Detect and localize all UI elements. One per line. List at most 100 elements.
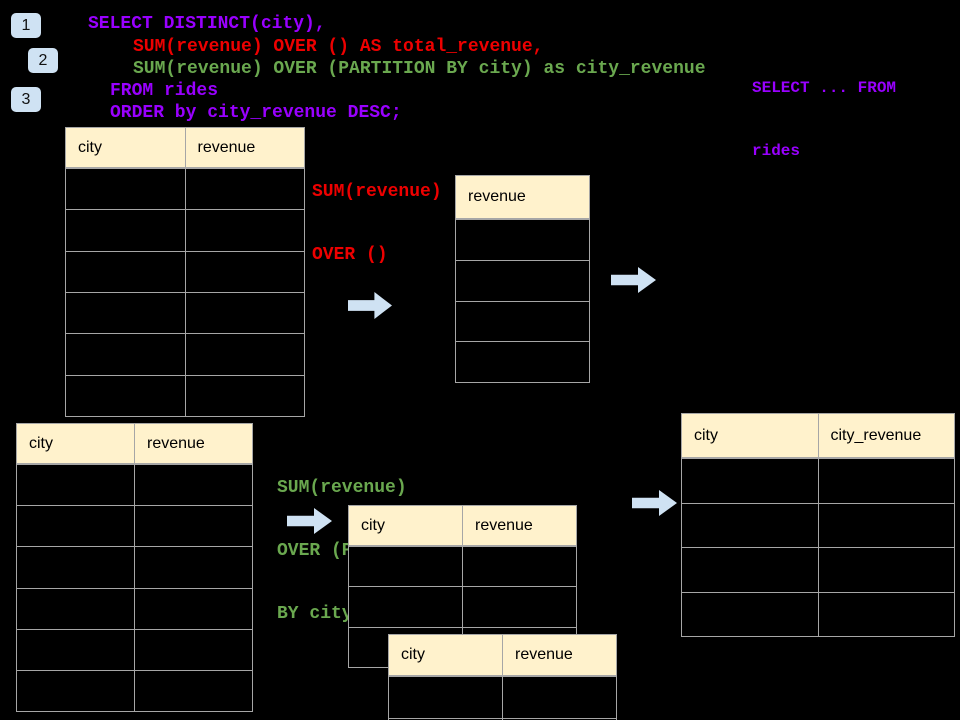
- column-header: revenue: [468, 188, 526, 205]
- table-cell: [134, 588, 252, 629]
- table-cell: [817, 459, 955, 503]
- column-header: city: [78, 138, 102, 156]
- step-badge-1: 1: [11, 13, 41, 38]
- table-header-row: city revenue: [17, 424, 252, 464]
- sql-line-from: FROM rides: [110, 81, 219, 101]
- sql-line-sum-over: SUM(revenue) OVER () AS total_revenue,: [133, 37, 544, 57]
- table-cell: [134, 629, 252, 670]
- table-cell: [502, 677, 616, 719]
- column-header: city: [694, 426, 718, 444]
- table-cell: [817, 548, 955, 592]
- table-row: [17, 587, 252, 629]
- table-row: [456, 300, 589, 342]
- table-cell: [66, 252, 185, 292]
- column-header: city_revenue: [817, 414, 955, 457]
- column-header: city: [401, 646, 425, 663]
- table-cell: [349, 547, 462, 586]
- rides-source-table-partition: city revenue: [16, 423, 253, 712]
- table-row: [66, 209, 305, 251]
- total-revenue-result-table: revenue: [455, 175, 590, 383]
- table-row: [456, 341, 589, 382]
- sql-line-order: ORDER by city_revenue DESC;: [110, 103, 402, 123]
- sql-line-sum-partition: SUM(revenue) OVER (PARTITION BY city) as…: [133, 59, 706, 79]
- table-cell: [184, 251, 305, 292]
- table-cell: [682, 504, 818, 548]
- table-cell: [184, 169, 305, 210]
- side-note-select-from-rides: SELECT ... FROM rides: [752, 36, 896, 204]
- table-cell: [456, 302, 589, 342]
- table-row: [682, 591, 955, 637]
- annotation-line: SUM(revenue): [277, 478, 407, 498]
- table-header-row: city revenue: [389, 635, 616, 676]
- table-header-row: city city_revenue: [682, 414, 954, 458]
- column-header: city: [29, 434, 53, 452]
- table-row: [66, 250, 305, 292]
- table-row: [682, 547, 954, 592]
- table-cell: [66, 169, 185, 209]
- column-header: revenue: [462, 506, 576, 545]
- flow-arrow-icon: [632, 490, 677, 516]
- rides-source-table-total: city revenue: [65, 127, 305, 417]
- table-header-row: city revenue: [349, 506, 576, 546]
- table-row: [66, 333, 305, 375]
- table-cell: [349, 587, 462, 626]
- table-cell: [17, 671, 134, 711]
- side-note-line: SELECT ... FROM: [752, 79, 897, 97]
- table-cell: [682, 459, 818, 503]
- table-row: [682, 458, 954, 503]
- annotation-line: SUM(revenue): [312, 182, 442, 202]
- table-cell: [17, 506, 134, 546]
- table-cell: [17, 589, 134, 629]
- side-note-line: rides: [752, 142, 801, 160]
- table-row: [17, 546, 252, 588]
- table-cell: [817, 503, 955, 547]
- table-header-row: city revenue: [66, 128, 304, 168]
- sql-line-select: SELECT DISTINCT(city),: [88, 14, 326, 34]
- table-cell: [817, 592, 955, 636]
- annotation-line: OVER (): [312, 245, 388, 265]
- table-row: [456, 259, 589, 301]
- table-cell: [134, 506, 252, 547]
- table-cell: [462, 587, 576, 627]
- table-cell: [456, 220, 589, 260]
- flow-arrow-icon: [611, 267, 656, 293]
- table-cell: [66, 334, 185, 374]
- table-cell: [184, 334, 305, 375]
- table-row: [17, 628, 252, 670]
- column-header: city: [361, 516, 385, 534]
- table-cell: [134, 670, 252, 712]
- table-row: [66, 291, 305, 334]
- table-cell: [184, 210, 305, 251]
- table-cell: [184, 375, 305, 416]
- annotation-sum-over-total: SUM(revenue) OVER (): [312, 140, 442, 308]
- table-row: [682, 502, 955, 548]
- table-cell: [134, 465, 252, 506]
- column-header: revenue: [134, 424, 252, 463]
- table-row: [66, 168, 305, 210]
- column-header: revenue: [502, 635, 616, 675]
- table-cell: [17, 547, 134, 587]
- table-cell: [456, 261, 589, 301]
- table-cell: [682, 593, 818, 637]
- table-row: [349, 586, 576, 627]
- table-cell: [134, 547, 252, 588]
- table-cell: [389, 677, 502, 718]
- column-header: revenue: [184, 128, 305, 167]
- table-cell: [17, 465, 134, 505]
- table-cell: [456, 342, 589, 382]
- table-row: [66, 374, 305, 416]
- table-cell: [184, 292, 305, 334]
- table-cell: [17, 630, 134, 670]
- table-cell: [682, 548, 818, 592]
- table-row: [456, 219, 589, 260]
- table-row: [17, 505, 252, 547]
- step-badge-3: 3: [11, 87, 41, 112]
- city-revenue-result-table: city city_revenue: [681, 413, 955, 637]
- table-cell: [66, 293, 185, 333]
- table-row: [389, 676, 616, 719]
- table-cell: [66, 210, 185, 250]
- table-row: [17, 669, 252, 712]
- table-cell: [462, 547, 576, 587]
- table-row: [17, 464, 252, 506]
